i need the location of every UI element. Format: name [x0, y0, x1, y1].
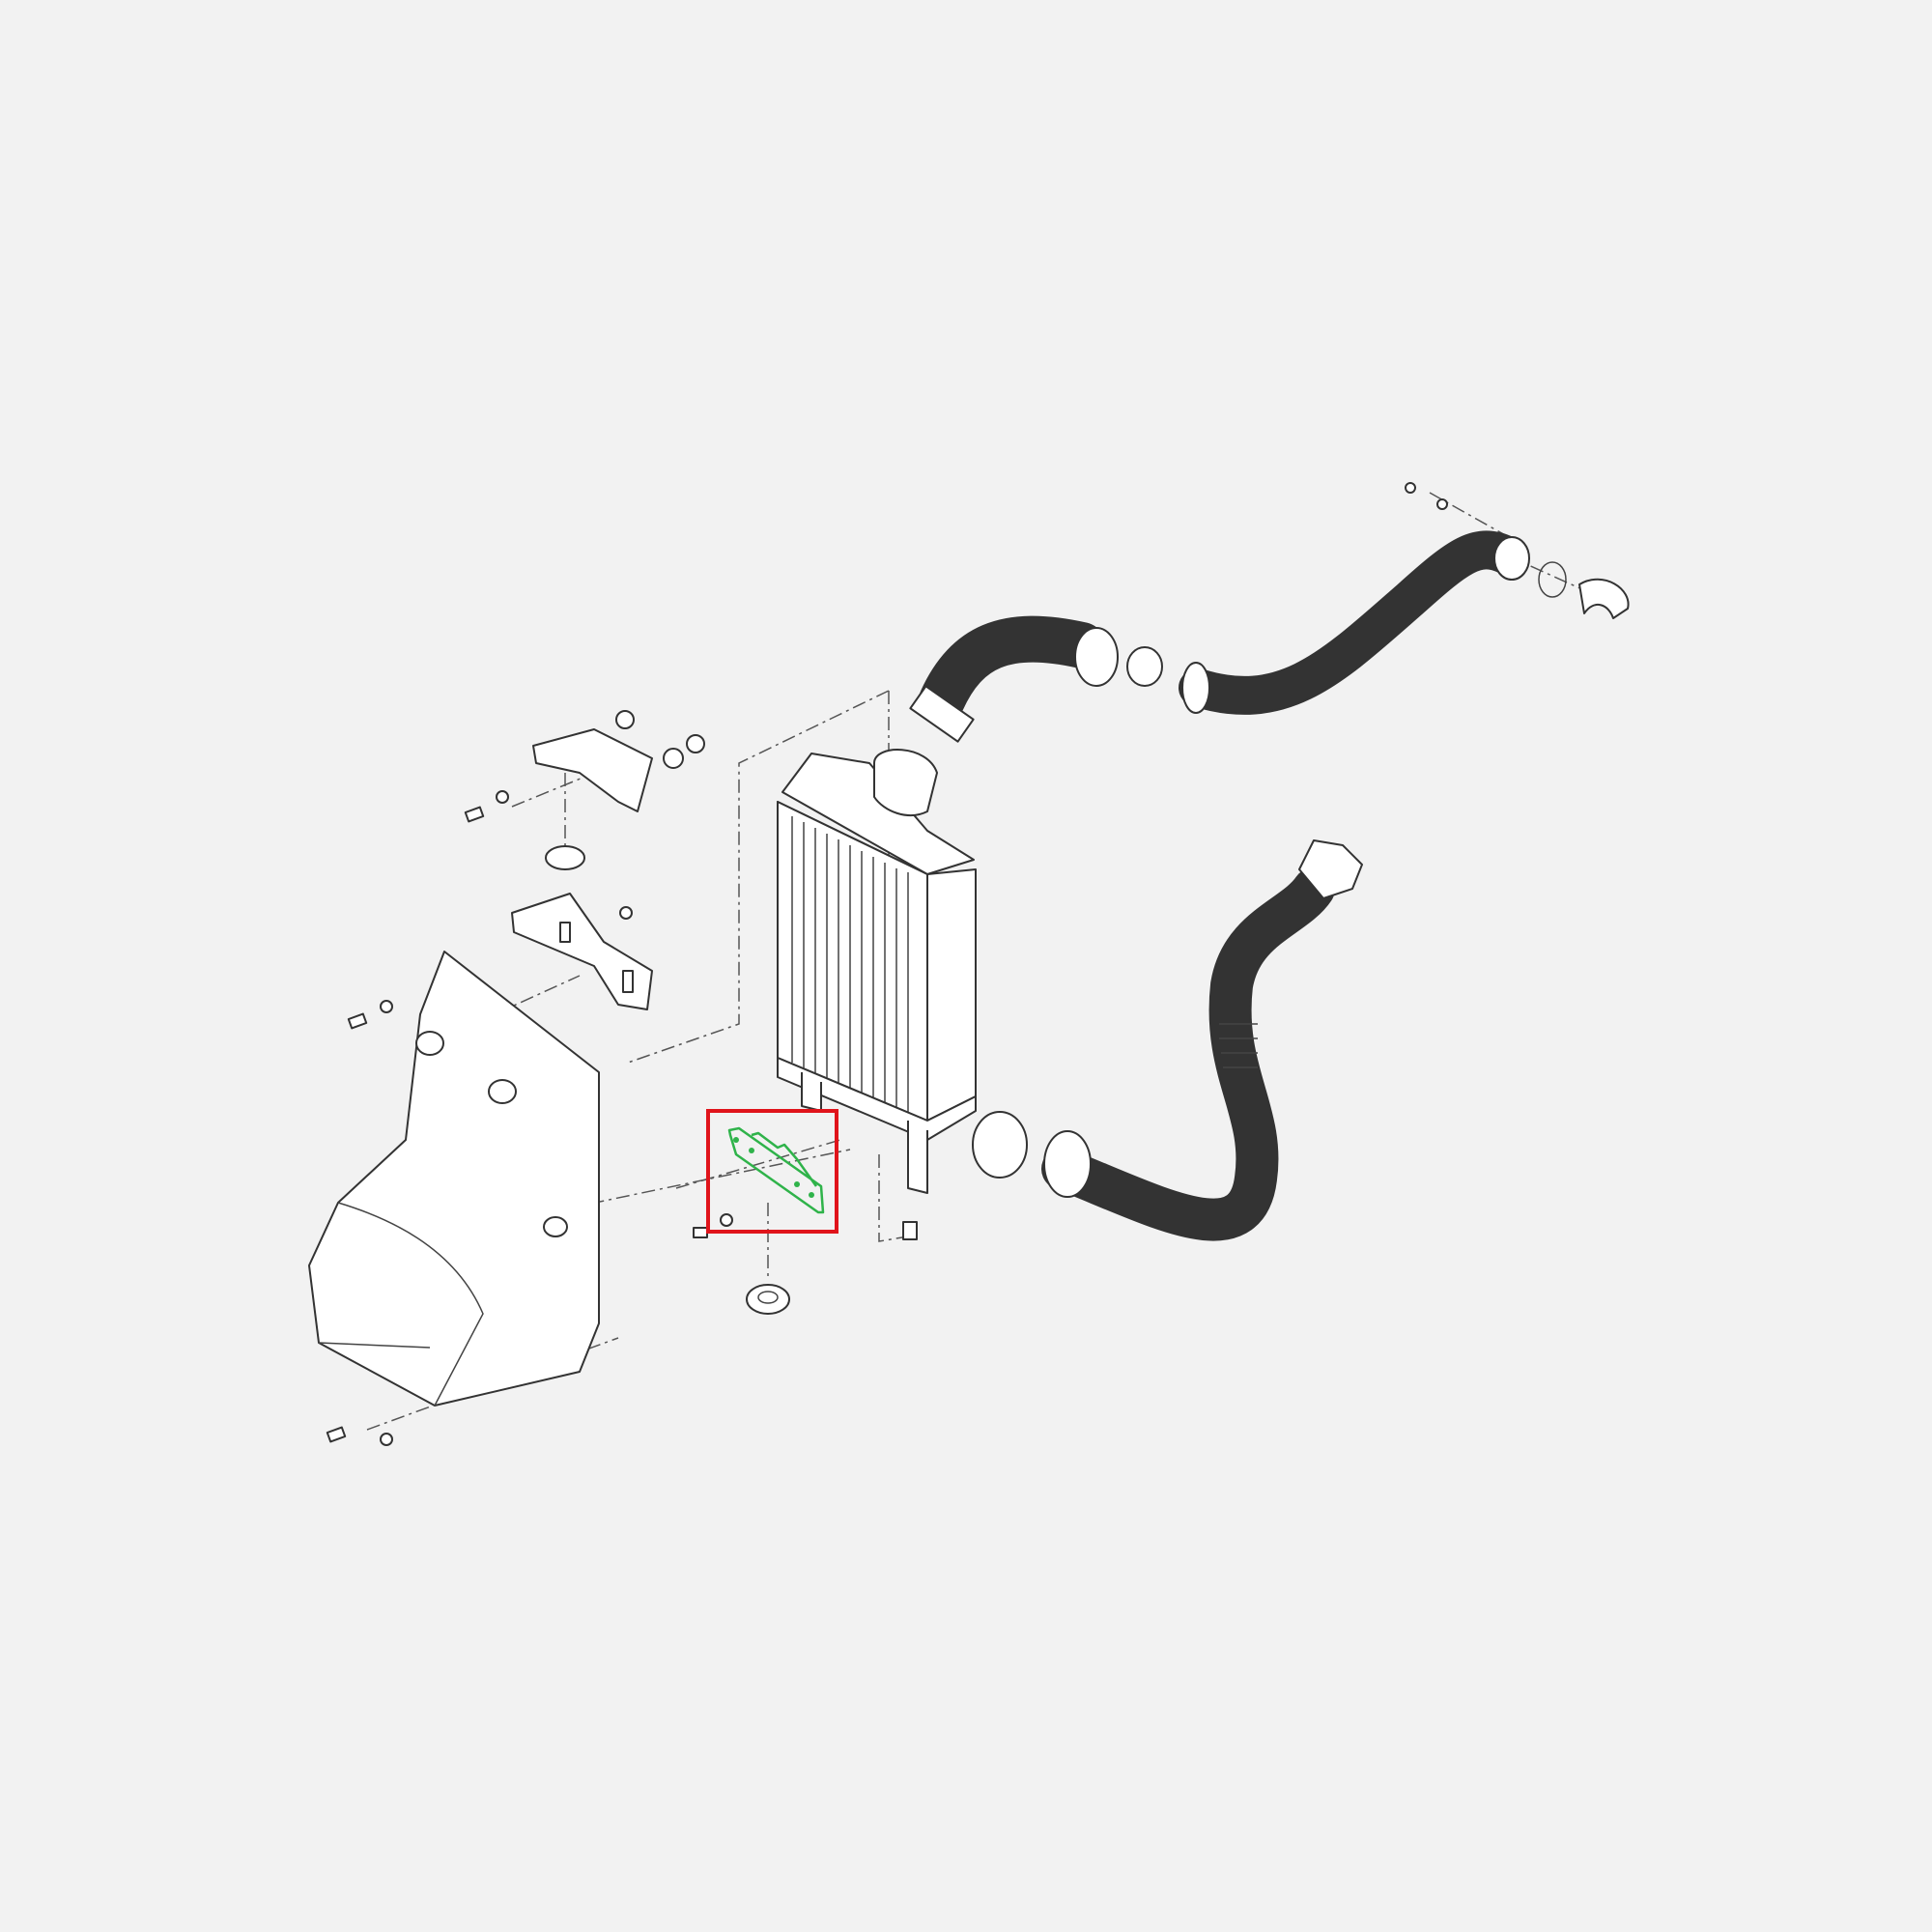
air-guide-shroud [308, 951, 600, 1446]
lower-rubber-mount-inner [757, 1291, 779, 1304]
selection-highlight-box [706, 1109, 838, 1234]
pipe-flange [1298, 839, 1363, 899]
upper-mounting-bracket [464, 710, 705, 870]
o-ring [1538, 561, 1567, 598]
washer [1436, 498, 1448, 510]
cooling-fins [791, 816, 909, 1116]
upper-charge-air-pipe [909, 482, 1630, 743]
lower-charge-air-pipe [972, 839, 1363, 1241]
hose-clamp [1126, 646, 1163, 687]
lower-rubber-mount [746, 1284, 790, 1315]
highlighted-lower-bracket[interactable] [727, 1126, 825, 1214]
clip [902, 1221, 918, 1240]
quick-connector [1043, 1130, 1092, 1198]
bolt [693, 1227, 708, 1238]
intercooler [777, 749, 977, 1240]
washer [720, 1213, 733, 1227]
bolt [1405, 482, 1416, 494]
retaining-clip [1578, 578, 1630, 619]
rubber-mount [545, 845, 585, 870]
middle-mounting-bracket [347, 893, 653, 1030]
